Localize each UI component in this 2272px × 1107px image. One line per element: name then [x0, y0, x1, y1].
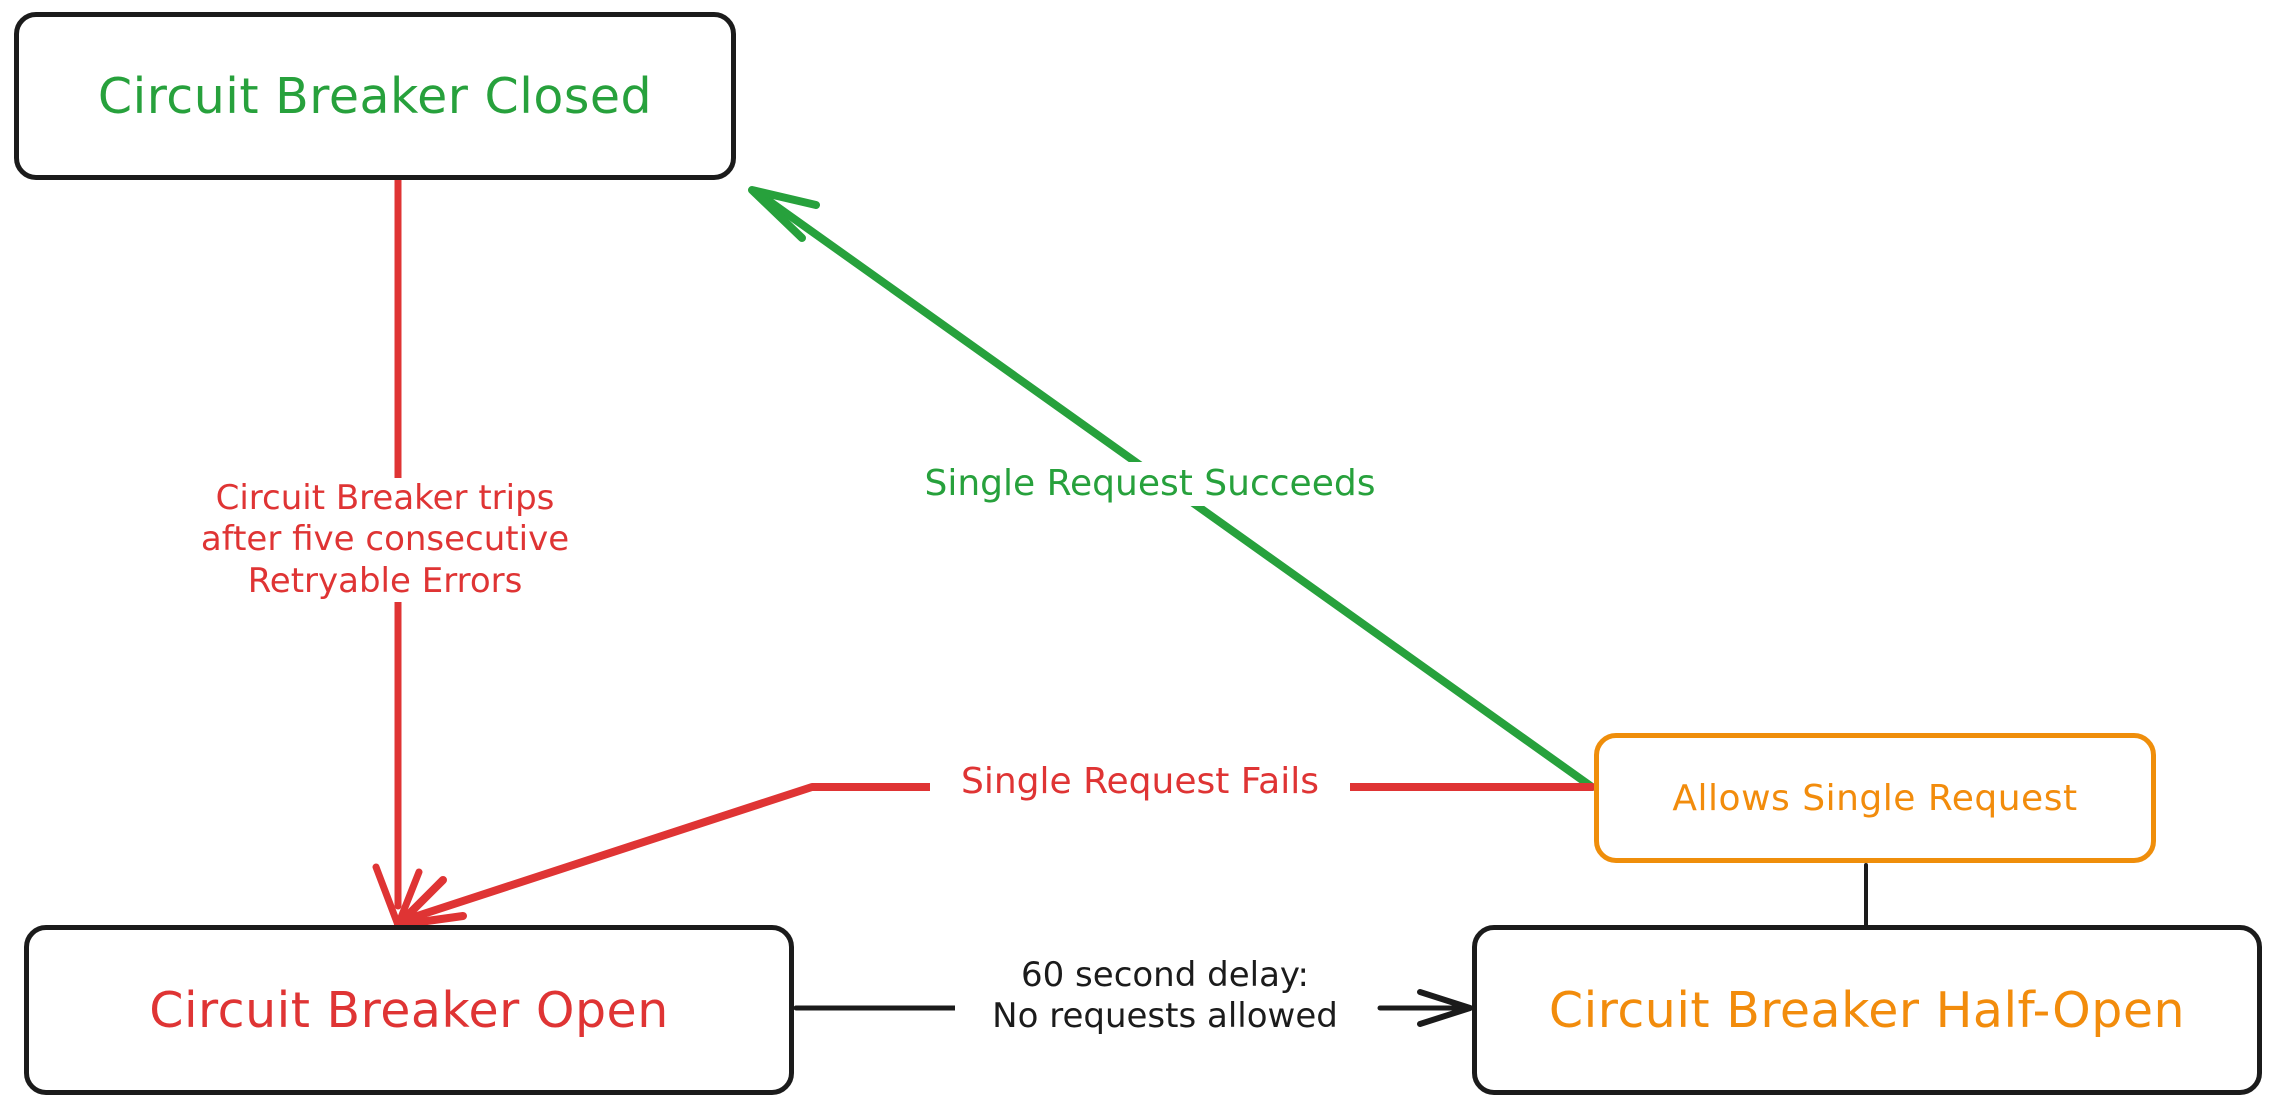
edge-label-60-second-delay: 60 second delay: No requests allowed — [955, 955, 1375, 1038]
node-label-circuit-breaker-open: Circuit Breaker Open — [149, 981, 669, 1039]
edge-label-circuit-breaker-trips: Circuit Breaker trips after five consecu… — [150, 478, 620, 603]
node-label-allows-single-request: Allows Single Request — [1672, 777, 2078, 819]
edge-label-single-request-succeeds: Single Request Succeeds — [905, 462, 1395, 506]
edge-allows-to-open — [394, 783, 1596, 929]
node-circuit-breaker-closed[interactable]: Circuit Breaker Closed — [14, 12, 736, 180]
node-circuit-breaker-half-open[interactable]: Circuit Breaker Half-Open — [1472, 925, 2262, 1095]
node-label-circuit-breaker-half-open: Circuit Breaker Half-Open — [1548, 981, 2186, 1039]
node-circuit-breaker-open[interactable]: Circuit Breaker Open — [24, 925, 794, 1095]
edge-label-single-request-fails: Single Request Fails — [930, 760, 1350, 804]
node-label-circuit-breaker-closed: Circuit Breaker Closed — [97, 67, 653, 125]
node-allows-single-request[interactable]: Allows Single Request — [1594, 733, 2156, 863]
